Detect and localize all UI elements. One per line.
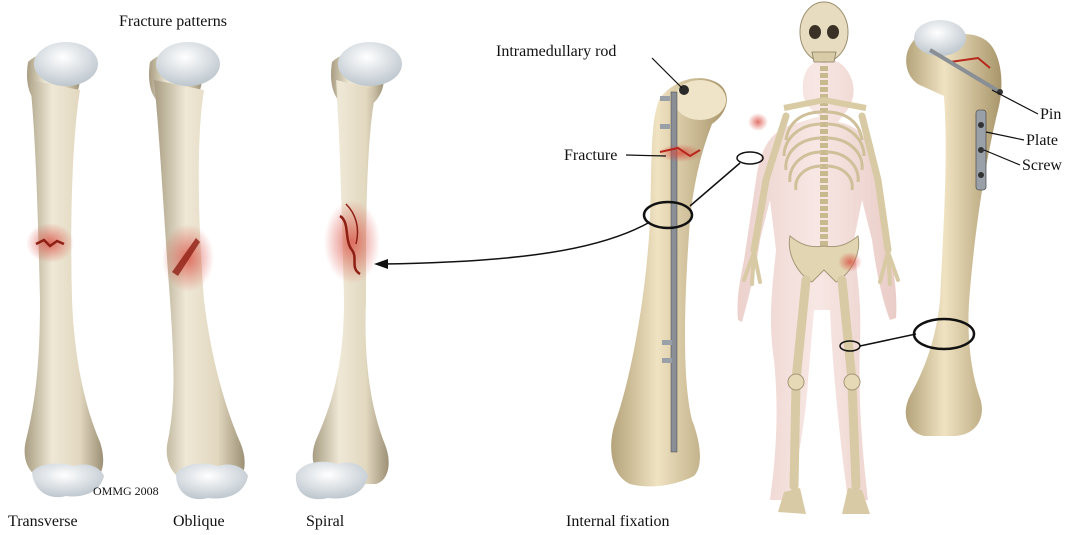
skeleton-figure xyxy=(737,2,898,514)
spiral-label: Spiral xyxy=(306,514,344,530)
fracture-label: Fracture xyxy=(564,148,617,164)
oblique-cartilage xyxy=(156,42,220,86)
internal-fixation-label: Internal fixation xyxy=(566,514,670,530)
rod-leader xyxy=(652,58,682,88)
transverse-bone xyxy=(25,42,104,497)
rod-femur xyxy=(611,78,727,486)
pin-label: Pin xyxy=(1040,107,1061,123)
thigh-connector xyxy=(860,334,916,346)
spiral-bone xyxy=(296,42,402,499)
plate-femur xyxy=(906,20,1038,436)
arm-zoom-circle xyxy=(737,152,763,164)
figure-title: Fracture patterns xyxy=(119,14,227,30)
transverse-label: Transverse xyxy=(8,514,78,530)
plate-label: Plate xyxy=(1026,133,1058,149)
transverse-cartilage xyxy=(34,42,98,86)
spiral-cartilage xyxy=(338,42,402,86)
pattern-arrow xyxy=(382,222,650,264)
copyright-label: OMMG 2008 xyxy=(93,485,159,497)
intramedullary-rod-label: Intramedullary rod xyxy=(496,44,616,60)
oblique-bone xyxy=(149,42,248,499)
screw-label: Screw xyxy=(1022,158,1062,174)
oblique-label: Oblique xyxy=(173,514,225,530)
